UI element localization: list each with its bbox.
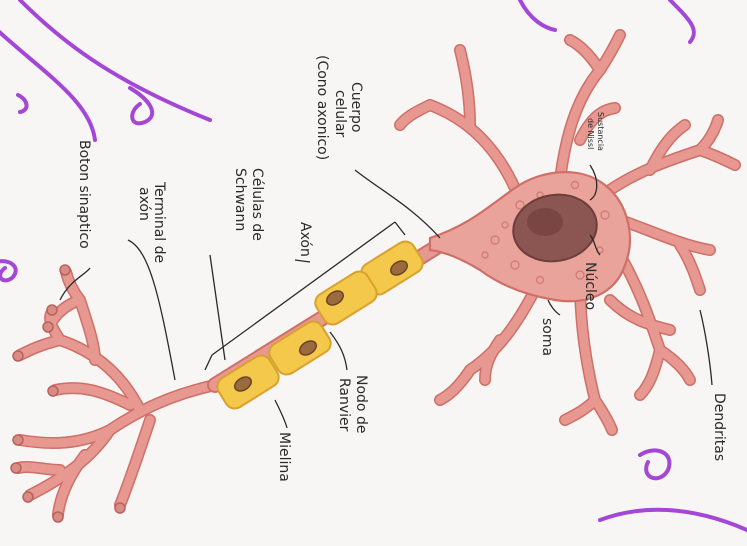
myelin-sheath: [214, 238, 427, 413]
label-nucleo: Núcleo: [582, 262, 598, 310]
label-mielina: Mielina: [276, 432, 292, 482]
label-dendritas: Dendritas: [711, 393, 727, 461]
label-cuerpo-celular-1: Cuerpo: [348, 82, 364, 132]
label-celulas-schwann-2: Schwann: [232, 168, 248, 231]
nucleolus: [527, 208, 563, 236]
label-nodo-ranvier-2: Ranvier: [336, 378, 352, 432]
label-cuerpo-celular-2: celular: [332, 90, 348, 138]
label-axon: Axón: [297, 222, 313, 257]
label-celulas-schwann-1: Células de: [249, 168, 265, 241]
label-terminal-axon-1: Terminal de: [151, 181, 167, 263]
label-nodo-ranvier-1: Nodo de: [353, 375, 369, 433]
label-sustancia-nissl-2: de Nissl: [586, 118, 595, 149]
label-boton-sinaptico: Boton sinaptico: [76, 140, 92, 249]
label-sustancia-nissl-1: Sustancia: [596, 112, 605, 151]
label-cuerpo-celular-3: (Cono axonico): [314, 55, 330, 160]
label-soma: soma: [539, 318, 555, 356]
label-terminal-axon-2: axón: [136, 187, 152, 221]
